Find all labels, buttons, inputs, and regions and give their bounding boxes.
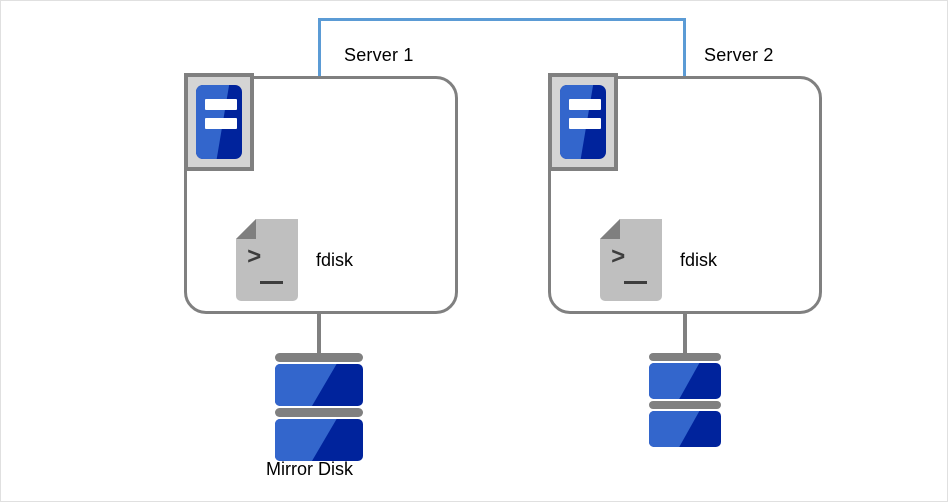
terminal-fdisk-icon: > xyxy=(600,219,662,301)
terminal-icon-corner-fold xyxy=(236,219,256,239)
fdisk-label-server-1: fdisk xyxy=(316,249,354,270)
disk-plate-top xyxy=(275,353,363,362)
server-1-disk-connector xyxy=(317,312,321,357)
mirror-disk-stack-icon xyxy=(275,353,363,463)
terminal-cursor-glyph xyxy=(260,281,283,284)
disk-platter-2 xyxy=(649,411,721,447)
server-1-label: Server 1 xyxy=(344,45,414,65)
server-machine-icon xyxy=(184,73,254,171)
disk-platter-1 xyxy=(649,363,721,399)
server-interconnect-line xyxy=(318,18,686,77)
server-icon-bay-2 xyxy=(569,118,601,129)
fdisk-label-server-2: fdisk xyxy=(680,249,718,270)
disk-plate-top xyxy=(649,353,721,361)
server-2-label: Server 2 xyxy=(704,45,774,65)
disk-platter-1 xyxy=(275,364,363,406)
server-machine-icon xyxy=(548,73,618,171)
disk-plate-middle xyxy=(275,408,363,417)
server-icon-bay-1 xyxy=(205,99,237,110)
terminal-prompt-glyph: > xyxy=(611,245,626,272)
terminal-prompt-glyph: > xyxy=(247,245,262,272)
server-2-disk-stack-icon xyxy=(649,353,721,449)
disk-platter-2 xyxy=(275,419,363,461)
server-icon-bay-2 xyxy=(205,118,237,129)
terminal-icon-corner-fold xyxy=(600,219,620,239)
fdisk-tool-group-server-1: > fdisk xyxy=(236,219,353,301)
terminal-cursor-glyph xyxy=(624,281,647,284)
fdisk-tool-group-server-2: > fdisk xyxy=(600,219,717,301)
terminal-fdisk-icon: > xyxy=(236,219,298,301)
server-icon-bay-1 xyxy=(569,99,601,110)
disk-plate-middle xyxy=(649,401,721,409)
server-icon-body xyxy=(560,85,606,159)
server-2-disk-connector xyxy=(683,312,687,357)
server-icon-body xyxy=(196,85,242,159)
mirror-disk-label: Mirror Disk xyxy=(266,459,353,479)
